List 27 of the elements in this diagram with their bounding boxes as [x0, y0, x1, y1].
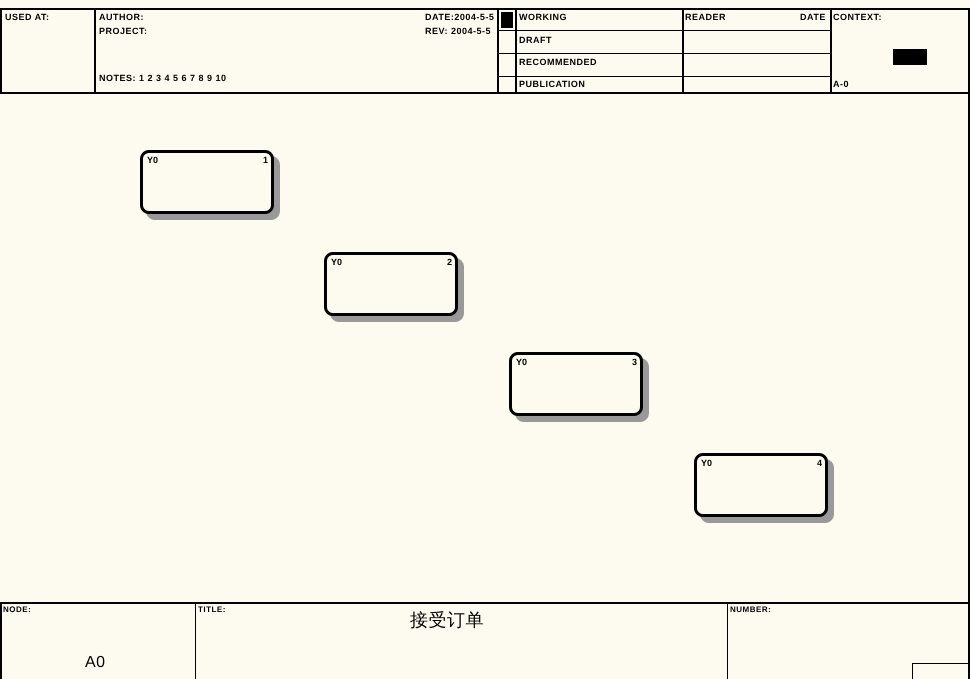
- box-number: 4: [816, 458, 822, 468]
- date-value: REV: 2004-5-5: [425, 26, 492, 36]
- cost-label: Y0: [516, 357, 528, 367]
- field-label: USED AT:: [5, 12, 50, 22]
- status-label: WORKING: [519, 12, 567, 22]
- box-number: 3: [632, 357, 637, 367]
- box-number: 2: [446, 257, 452, 267]
- node-number: A0: [85, 654, 106, 672]
- status-label: DRAFT: [519, 35, 552, 45]
- field-label: TITLE:: [198, 605, 226, 614]
- field-label: READER: [685, 12, 726, 22]
- field-label: NODE:: [3, 605, 32, 614]
- status-label: PUBLICATION: [519, 79, 586, 89]
- date-value: DATE:2004-5-5: [425, 12, 494, 22]
- diagram-title: 接受订单: [410, 609, 484, 632]
- field-label: AUTHOR:: [99, 12, 144, 22]
- cost-label: Y0: [701, 458, 712, 468]
- field-label: NUMBER:: [730, 605, 772, 614]
- box-number: 1: [262, 155, 268, 165]
- context-number: A-0: [833, 79, 850, 89]
- field-label: CONTEXT:: [833, 12, 882, 22]
- status-label: RECOMMENDED: [519, 57, 598, 67]
- notes-text: NOTES: 1 2 3 4 5 6 7 8 9 10: [99, 73, 227, 83]
- cost-label: Y0: [331, 257, 342, 267]
- field-label: DATE: [800, 12, 826, 22]
- field-label: PROJECT:: [99, 26, 148, 36]
- cost-label: Y0: [147, 155, 158, 165]
